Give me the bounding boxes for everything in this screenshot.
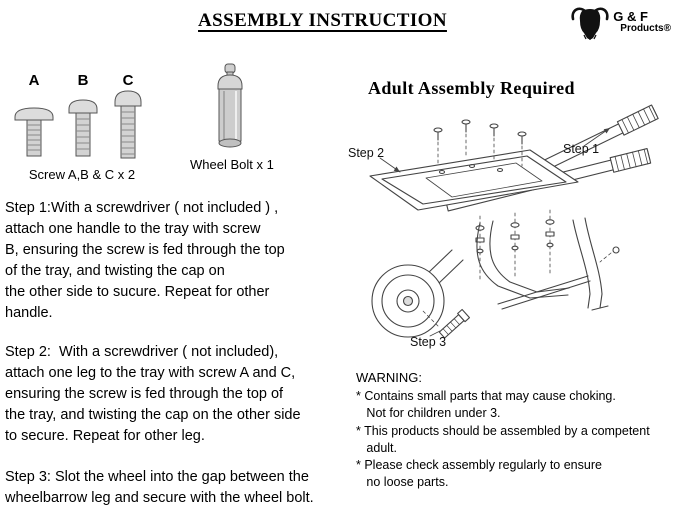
bull-icon	[570, 4, 610, 47]
brand-logo: G & F Products®	[570, 4, 671, 47]
diagram-step3-label: Step 3	[410, 335, 447, 349]
step-2-text: Step 2: With a screwdriver ( not include…	[5, 344, 301, 444]
screw-b: B	[65, 72, 101, 164]
instruction-steps: Step 1:With a screwdriver ( not included…	[5, 198, 353, 509]
step-1-text: Step 1:With a screwdriver ( not included…	[5, 200, 285, 321]
brand-name: G & F	[613, 9, 648, 24]
adult-assembly-heading: Adult Assembly Required	[368, 78, 575, 98]
wheel-bolt-icon	[190, 62, 270, 154]
wheelbarrow-diagram: Step 2 Step 1 Step 3	[330, 98, 677, 364]
warning-title: WARNING:	[356, 370, 422, 385]
diagram-step2-label: Step 2	[348, 146, 385, 160]
screw-c-icon	[110, 89, 146, 166]
brand-products-label: Products®	[620, 22, 671, 34]
screw-a: A	[12, 72, 56, 164]
screw-c: C	[110, 72, 146, 164]
warning-item: * Contains small parts that may cause ch…	[356, 389, 616, 421]
screw-b-label: B	[77, 72, 89, 89]
screws-parts-group: A B	[12, 72, 152, 182]
page-title: ASSEMBLY INSTRUCTION	[198, 10, 447, 31]
screw-b-icon	[65, 97, 101, 164]
screw-a-icon	[12, 105, 56, 164]
warning-section: WARNING: * Contains small parts that may…	[356, 370, 672, 492]
step-3-text: Step 3: Slot the wheel into the gap betw…	[5, 469, 314, 506]
screws-caption: Screw A,B & C x 2	[28, 167, 136, 182]
wheel-bolt-part: Wheel Bolt x 1	[190, 62, 274, 172]
screw-c-label: C	[122, 72, 134, 89]
screw-a-label: A	[28, 72, 40, 89]
warning-item: * Please check assembly regularly to ens…	[356, 458, 602, 490]
wheelbarrow-exploded-drawing	[369, 104, 659, 339]
wheel-bolt-caption: Wheel Bolt x 1	[190, 157, 274, 172]
diagram-step1-label: Step 1	[563, 142, 600, 156]
warning-item: * This products should be assembled by a…	[356, 423, 650, 455]
